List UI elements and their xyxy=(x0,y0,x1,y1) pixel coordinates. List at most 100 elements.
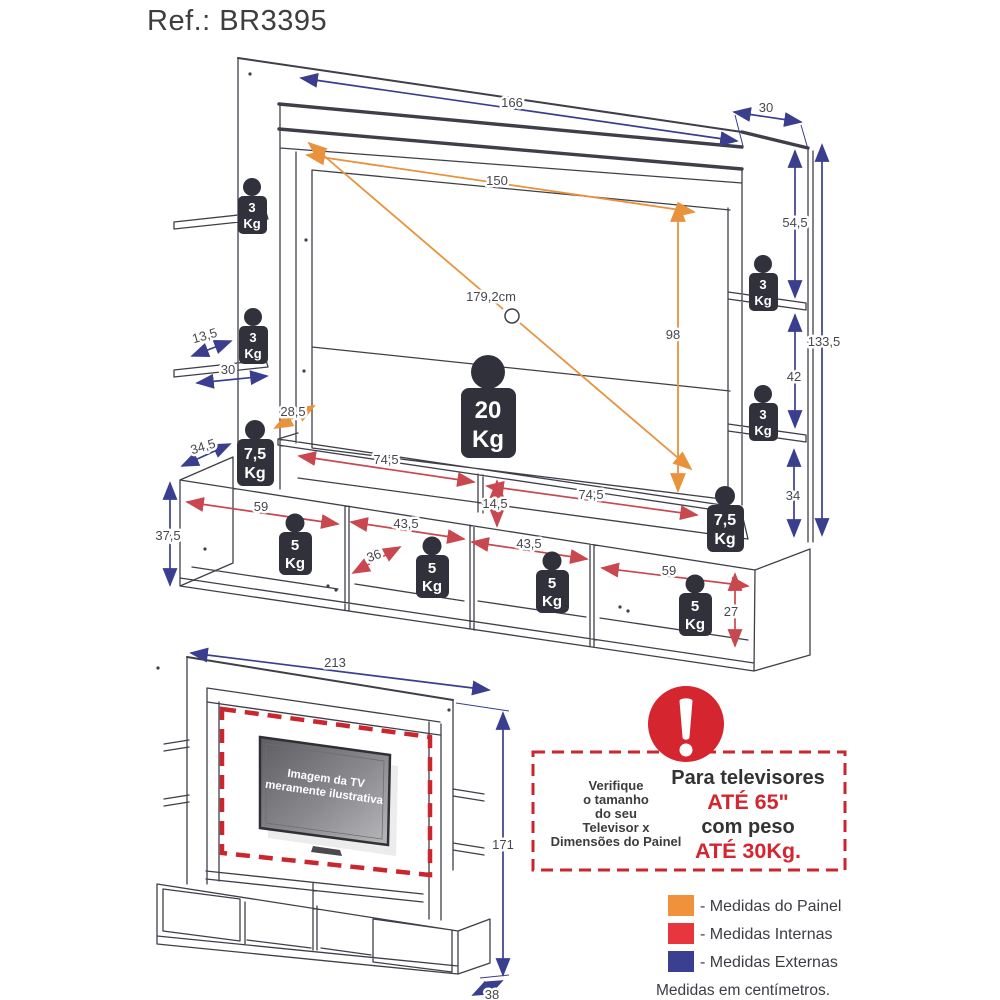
page-title: Ref.: BR3395 xyxy=(147,5,327,37)
svg-text:59: 59 xyxy=(254,499,268,514)
svg-text:43,5: 43,5 xyxy=(393,516,418,531)
dim-54-5: 54,5 xyxy=(780,149,810,299)
svg-text:Kg: Kg xyxy=(243,216,260,231)
dim-34: 34 xyxy=(783,448,803,538)
weight-5kg-2: 5Kg xyxy=(416,536,449,598)
svg-text:20: 20 xyxy=(475,397,502,424)
secondary-structure-lines xyxy=(156,656,491,975)
panel-dimensions: 150 179,2cm 98 28,5 xyxy=(273,141,696,493)
internal-dimensions: 74,5 14,5 74,5 59 43,5 36 43,5 59 27 xyxy=(185,450,750,648)
svg-text:179,2cm: 179,2cm xyxy=(466,289,516,304)
dim-98: 98 xyxy=(663,202,686,493)
svg-text:34,5: 34,5 xyxy=(189,436,218,458)
legend-label-panel: - Medidas do Painel xyxy=(700,898,841,915)
svg-text:3: 3 xyxy=(249,330,256,345)
svg-text:3: 3 xyxy=(248,200,255,215)
legend-units-note: Medidas em centímetros. xyxy=(656,982,830,999)
svg-text:98: 98 xyxy=(666,327,680,342)
warning-icon xyxy=(648,686,724,762)
secondary-panel-top xyxy=(186,656,454,701)
warning-section: Verifique o tamanho do seu Televisor x D… xyxy=(531,686,847,872)
svg-text:Kg: Kg xyxy=(285,555,305,572)
svg-text:Dimensões do Painel: Dimensões do Painel xyxy=(551,834,682,849)
svg-text:Televisor x: Televisor x xyxy=(583,820,651,835)
svg-text:5: 5 xyxy=(428,560,436,577)
warning-left-text: Verifique o tamanho do seu Televisor x D… xyxy=(551,778,682,849)
dim-171: 171 xyxy=(455,702,516,979)
svg-text:30: 30 xyxy=(759,100,773,115)
legend-label-external: - Medidas Externas xyxy=(700,954,838,971)
weight-3kg-left-top: 3Kg xyxy=(238,178,267,234)
svg-text:171: 171 xyxy=(492,837,514,852)
back-panel-top-edge xyxy=(237,57,743,133)
svg-text:28,5: 28,5 xyxy=(280,404,305,419)
legend-label-internal: - Medidas Internas xyxy=(700,926,833,943)
svg-text:36: 36 xyxy=(364,546,383,565)
warning-right-text: Para televisores ATÉ 65" com peso ATÉ 30… xyxy=(671,767,824,863)
svg-text:Kg: Kg xyxy=(244,346,261,361)
svg-text:ATÉ 30Kg.: ATÉ 30Kg. xyxy=(695,838,801,863)
svg-text:com peso: com peso xyxy=(701,816,794,838)
svg-text:Kg: Kg xyxy=(754,423,771,438)
svg-text:150: 150 xyxy=(486,173,508,188)
weight-5kg-4: 5Kg xyxy=(679,574,712,636)
svg-text:5: 5 xyxy=(548,575,556,592)
dim-74-5-left: 74,5 xyxy=(297,450,476,487)
svg-text:3: 3 xyxy=(759,407,766,422)
svg-text:74,5: 74,5 xyxy=(373,452,398,467)
svg-text:37,5: 37,5 xyxy=(155,528,180,543)
diagonal-circle-marker xyxy=(504,308,520,324)
legend-swatch-external xyxy=(668,951,694,972)
secondary-unit-drawing: Imagem da TV meramente ilustrativa 213 1… xyxy=(156,647,516,1000)
weight-7-5kg-right: 7,5Kg xyxy=(707,486,744,552)
svg-text:27: 27 xyxy=(724,604,738,619)
dim-59-left: 59 xyxy=(185,497,340,529)
dim-13-5: 13,5 xyxy=(188,322,233,357)
dim-37-5: 37,5 xyxy=(153,481,183,587)
dim-36: 36 xyxy=(351,544,402,574)
weight-3kg-right-bottom: 3Kg xyxy=(749,385,778,441)
weight-5kg-1: 5Kg xyxy=(279,513,312,575)
svg-text:133,5: 133,5 xyxy=(808,334,841,349)
tv-stand xyxy=(311,846,342,856)
external-dimensions: 166 30 54,5 42 34 133,5 13,5 30 34,5 37,… xyxy=(153,73,843,587)
dim-30-top: 30 xyxy=(732,98,809,150)
svg-text:Para televisores: Para televisores xyxy=(671,767,824,789)
legend-swatch-panel xyxy=(668,895,694,916)
svg-text:Kg: Kg xyxy=(244,465,265,482)
weight-7-5kg-left: 7,5Kg xyxy=(237,420,274,486)
svg-text:74,5: 74,5 xyxy=(578,487,603,502)
svg-text:do seu: do seu xyxy=(595,806,637,821)
tv-max-area-dashed-outline xyxy=(219,706,433,878)
svg-text:38: 38 xyxy=(485,987,499,1000)
svg-text:34: 34 xyxy=(786,488,800,503)
svg-text:3: 3 xyxy=(759,277,766,292)
dim-166: 166 xyxy=(299,73,739,146)
svg-text:ATÉ 65": ATÉ 65" xyxy=(707,789,789,814)
svg-text:Kg: Kg xyxy=(685,616,705,633)
dim-30-shelf: 30 xyxy=(195,360,269,389)
weight-3kg-left-bottom: 3Kg xyxy=(239,308,268,364)
svg-text:7,5: 7,5 xyxy=(244,446,266,463)
dim-59-right: 59 xyxy=(600,561,750,592)
dim-213: 213 xyxy=(189,647,491,696)
svg-text:Kg: Kg xyxy=(422,578,442,595)
svg-text:30: 30 xyxy=(221,362,235,377)
dim-179-2-diagonal: 179,2cm xyxy=(307,141,693,471)
dim-43-5-b: 43,5 xyxy=(470,534,589,564)
svg-text:Kg: Kg xyxy=(754,293,771,308)
legend: - Medidas do Painel - Medidas Internas -… xyxy=(656,895,841,999)
svg-text:13,5: 13,5 xyxy=(190,325,218,346)
svg-text:42: 42 xyxy=(787,369,801,384)
svg-text:5: 5 xyxy=(691,598,699,615)
dim-150: 150 xyxy=(305,149,696,218)
svg-text:o tamanho: o tamanho xyxy=(583,792,649,807)
tv-illustration: Imagem da TV meramente ilustrativa xyxy=(258,735,392,856)
svg-text:59: 59 xyxy=(662,563,676,578)
svg-text:7,5: 7,5 xyxy=(714,512,736,529)
dim-74-5-right: 74,5 xyxy=(485,480,699,521)
